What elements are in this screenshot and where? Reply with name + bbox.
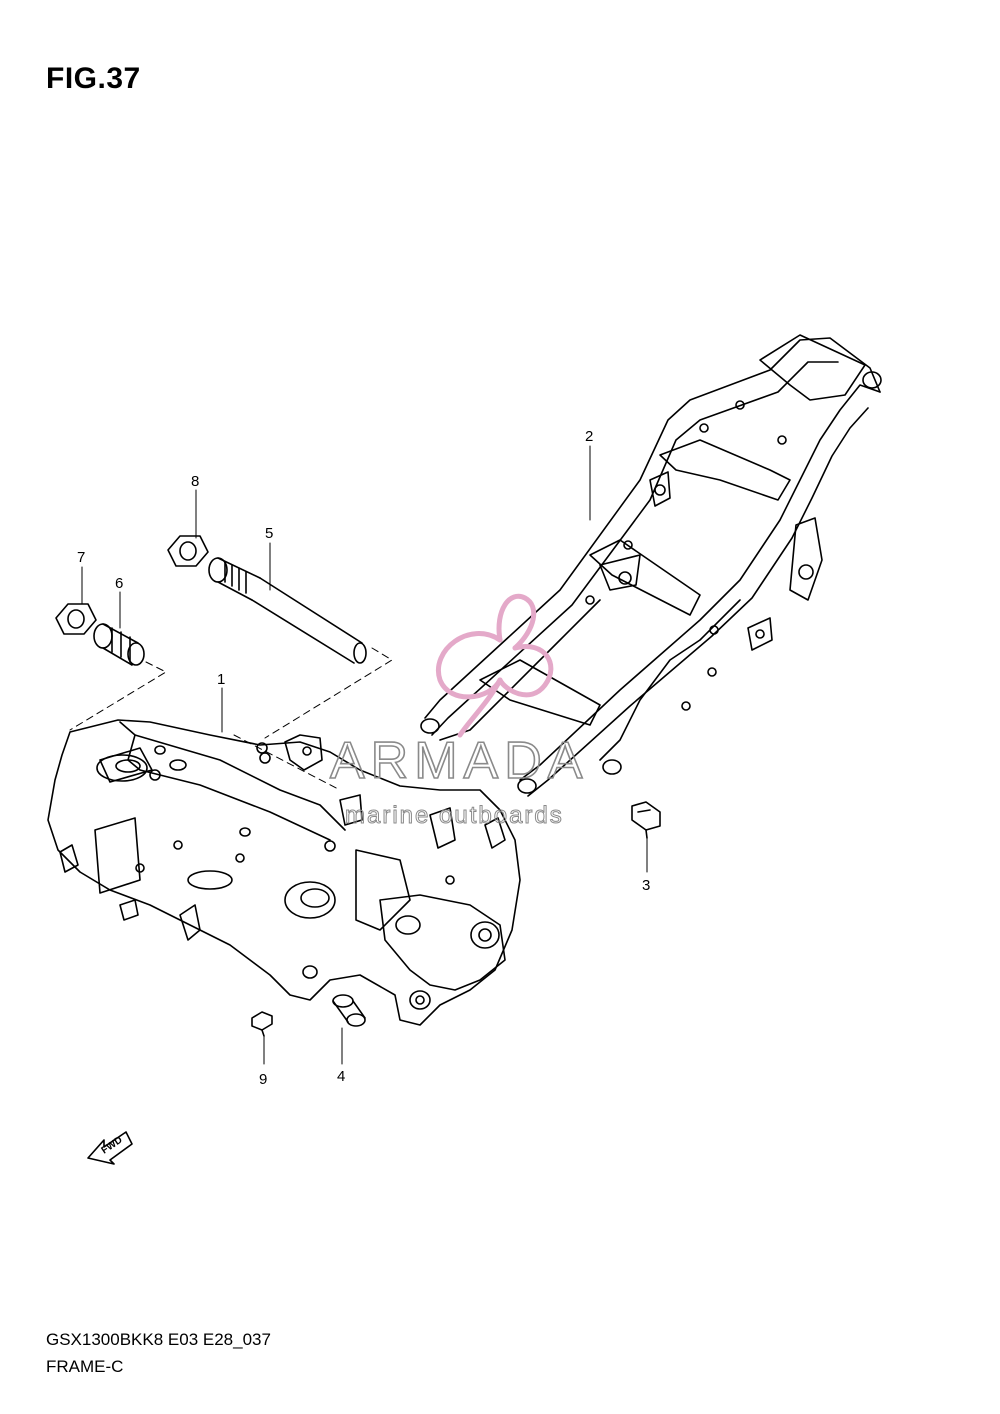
main-frame-part-1 — [47, 719, 521, 1026]
watermark: ARMADA marine outboards — [329, 593, 588, 830]
bolt-part-3 — [631, 801, 661, 873]
adjuster-part-6 — [93, 591, 145, 666]
callout-3: 3 — [642, 877, 650, 894]
figure-name: FRAME-C — [46, 1357, 124, 1376]
rear-frame-part-2 — [420, 334, 882, 797]
fwd-arrow-icon — [87, 1131, 133, 1165]
nut-part-8 — [167, 489, 209, 567]
leader-lines — [221, 445, 591, 733]
callout-9: 9 — [259, 1071, 267, 1088]
callout-2: 2 — [585, 428, 593, 445]
callout-5: 5 — [265, 525, 273, 542]
assembly-lines — [69, 647, 393, 791]
figure-title: FIG.37 — [46, 62, 141, 95]
watermark-tagline: marine outboards — [345, 802, 564, 829]
nut-part-7 — [55, 566, 97, 635]
callout-8: 8 — [191, 473, 199, 490]
armada-logo-icon — [435, 593, 554, 738]
fwd-arrow: FWD — [87, 1131, 133, 1165]
small-bolt-part-9 — [251, 1011, 273, 1065]
pivot-shaft-part-5 — [208, 542, 367, 664]
callout-numbers: 1 2 3 4 5 6 7 8 9 — [77, 428, 650, 1088]
figure-code: GSX1300BKK8 E03 E28_037 — [46, 1330, 271, 1349]
callout-7: 7 — [77, 549, 85, 566]
collar-part-4 — [332, 994, 366, 1065]
callout-6: 6 — [115, 575, 123, 592]
watermark-brand: ARMADA — [330, 732, 588, 790]
callout-4: 4 — [337, 1068, 345, 1085]
callout-1: 1 — [217, 671, 225, 688]
